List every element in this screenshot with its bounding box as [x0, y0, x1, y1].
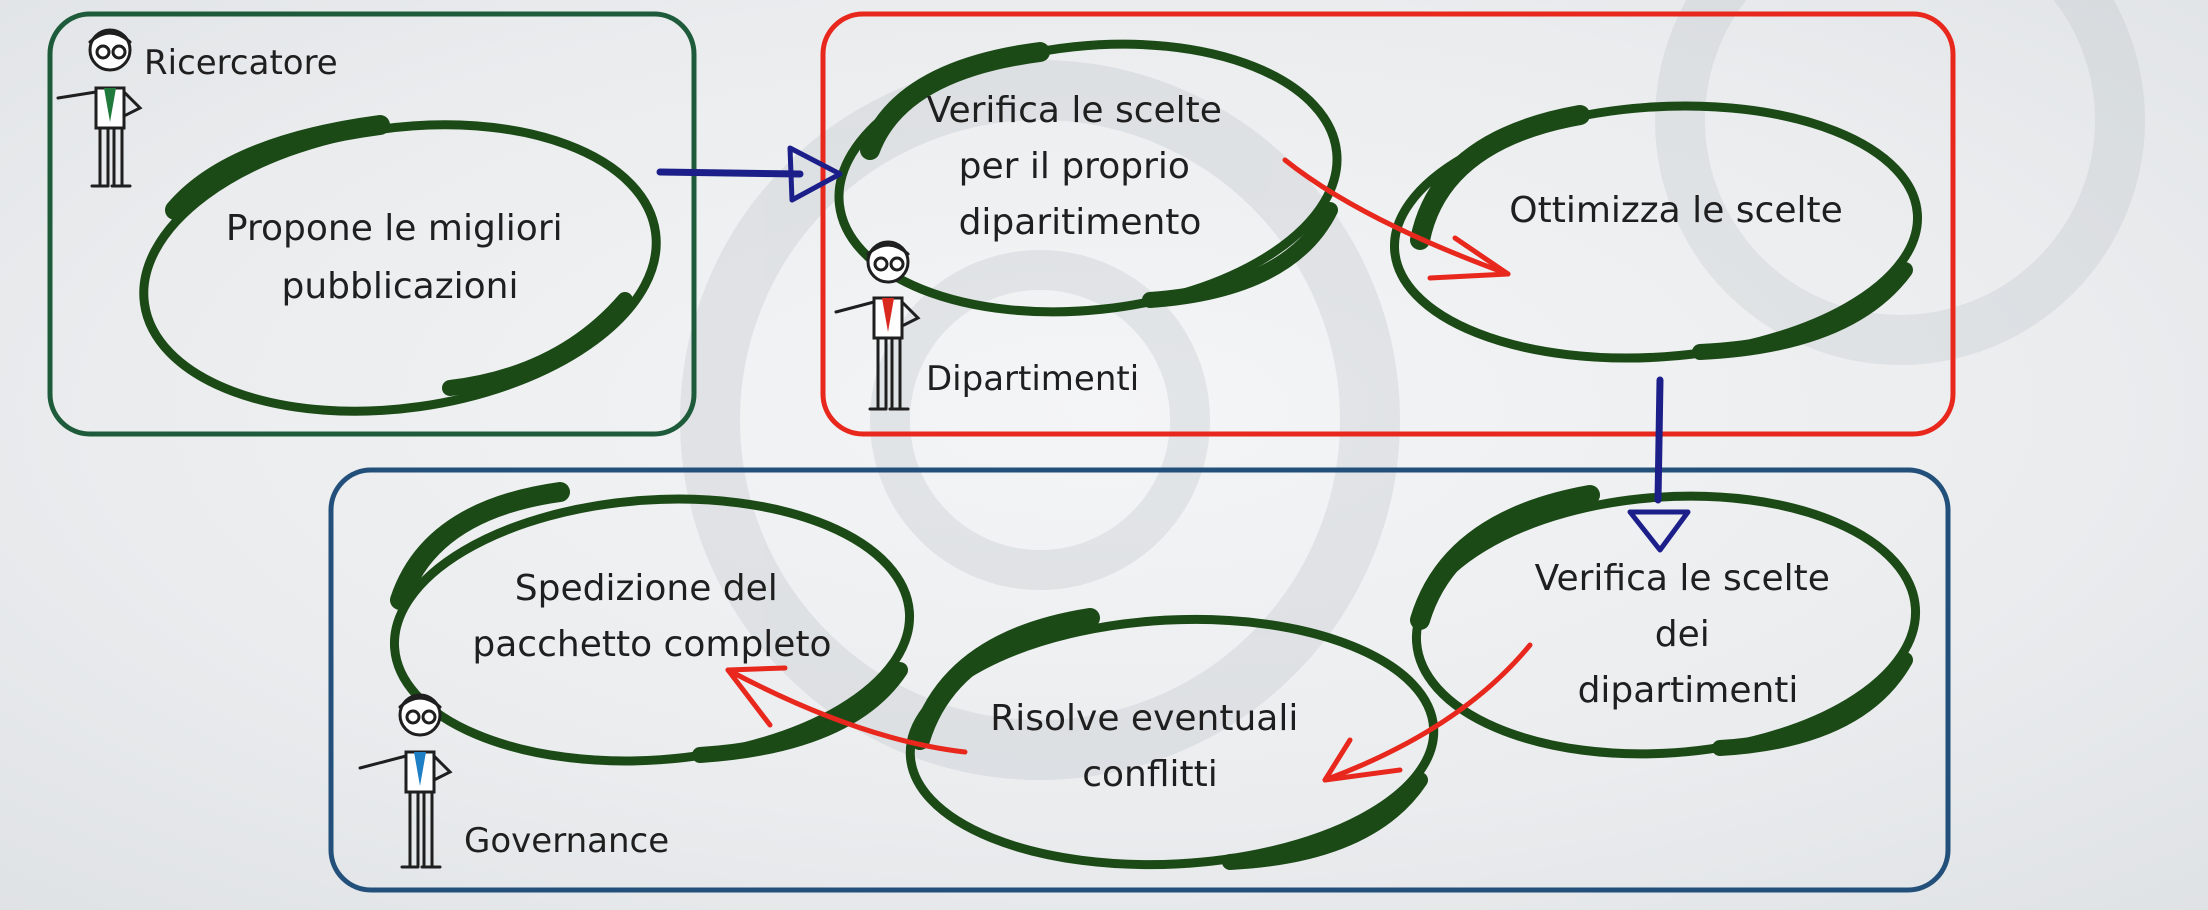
ellipse-propose: [139, 115, 661, 416]
node-label-verify-gov: Verifica le scelte dei dipartimenti: [1535, 558, 1842, 711]
ellipse-ship: [389, 482, 915, 766]
researcher-label: Ricercatore: [144, 43, 338, 83]
node-label-verify-dept: Verifica le scelte per il proprio dipari…: [927, 90, 1234, 243]
governance-group-box: [328, 467, 1951, 893]
ellipse-optimize: [1389, 101, 1923, 363]
node-labels: Propone le migliori pubblicazioni Verifi…: [226, 90, 1843, 795]
node-label-resolve: Risolve eventuali conflitti: [990, 698, 1310, 795]
flow-arrows: [656, 145, 1691, 553]
flow-arrow-researcher-to-departments: [656, 145, 843, 203]
ellipse-verify-dept: [834, 39, 1342, 317]
background-gear-decoration: [680, 0, 2145, 780]
researcher-stick-figure-icon: [56, 28, 143, 188]
departments-group-box: [820, 11, 1956, 437]
node-label-optimize: Ottimizza le scelte: [1509, 190, 1843, 231]
governance-stick-figure-icon: [358, 693, 453, 869]
governance-label: Governance: [464, 821, 669, 861]
step-arrow-verify-gov-to-resolve: [1322, 642, 1533, 783]
departments-stick-figure-icon: [834, 240, 921, 411]
node-label-ship: Spedizione del pacchetto completo: [472, 568, 831, 665]
step-arrows: [725, 157, 1533, 783]
step-arrow-resolve-to-ship: [725, 665, 968, 755]
flow-arrow-departments-to-governance: [1627, 376, 1691, 553]
researcher-group-box: [47, 11, 697, 437]
step-arrow-verify-to-optimize: [1282, 157, 1511, 281]
node-label-propose: Propone le migliori pubblicazioni: [226, 208, 574, 307]
departments-label: Dipartimenti: [926, 359, 1139, 399]
